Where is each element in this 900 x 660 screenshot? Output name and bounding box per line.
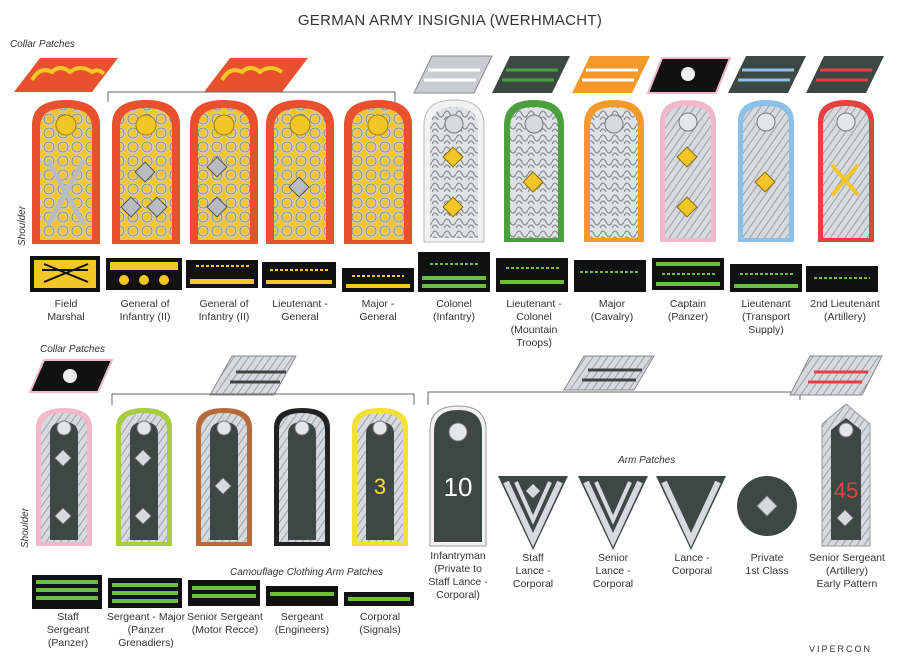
shoulder-board-major xyxy=(584,100,644,242)
collar-patch-nco-1 xyxy=(209,355,297,396)
label-corporal-signals: Corporal (Signals) xyxy=(359,611,401,636)
label-senior-sergeant-artillery: Senior Sergeant (Artillery) Early Patter… xyxy=(809,552,885,590)
label-major-general: Major - General xyxy=(359,298,397,323)
camo-patch-major-general xyxy=(342,268,414,292)
label-lieutenant-general: Lieutenant - General xyxy=(272,298,328,323)
label-major: Major (Cavalry) xyxy=(590,298,634,323)
label-private-1st-class: Private 1st Class xyxy=(745,552,789,577)
camo-patch-major xyxy=(574,260,646,292)
collar-patch-general-2 xyxy=(204,58,308,92)
arm-patches-label: Arm Patches xyxy=(618,455,676,466)
shoulder-board-lieutenant-colonel xyxy=(504,100,564,242)
artillery-board-number: 45 xyxy=(834,478,858,503)
label-lieutenant-colonel: Lieutenant - Colonel (Mountain Troops) xyxy=(506,298,562,349)
credit: VIPERCON xyxy=(808,644,872,654)
shoulder-board-captain xyxy=(660,100,716,242)
collar-patch-mountain xyxy=(492,56,570,93)
camo-patch-field-marshal xyxy=(30,256,100,292)
corporal-board-number: 3 xyxy=(374,474,386,499)
label-2nd-lieutenant: 2nd Lieutenant (Artillery) xyxy=(810,298,880,323)
shoulder-board-colonel xyxy=(423,99,485,243)
label-general-infantry-1: General of Infantry (II) xyxy=(119,298,171,323)
collar-patch-artillery-nco xyxy=(789,355,883,396)
collar-patch-transport xyxy=(728,56,806,93)
collar-patch-general-1 xyxy=(14,58,118,92)
camo-patch-sergeant xyxy=(266,586,338,606)
label-colonel: Colonel (Infantry) xyxy=(432,298,475,323)
shoulder-board-lieutenant xyxy=(738,100,794,242)
shoulder-board-senior-sergeant-artillery xyxy=(821,403,871,547)
collar-patch-colonel xyxy=(413,55,493,94)
label-general-infantry-2: General of Infantry (II) xyxy=(198,298,250,323)
shoulder-board-field-marshal xyxy=(32,100,100,244)
label-captain: Captain (Panzer) xyxy=(667,298,709,323)
collar-patch-artillery xyxy=(806,56,884,93)
shoulder-board-major-general xyxy=(344,100,412,244)
label-infantryman: Infantryman (Private to Staff Lance - Co… xyxy=(428,550,488,601)
collar-patches-label-top: Collar Patches xyxy=(10,39,76,50)
camo-patch-general-1 xyxy=(106,258,182,290)
shoulder-board-infantryman xyxy=(429,405,487,547)
shoulder-board-2nd-lieutenant xyxy=(818,100,874,242)
shoulder-board-general-1 xyxy=(112,100,180,244)
camo-patch-corporal xyxy=(344,592,414,606)
label-lieutenant: Lieutenant (Transport Supply) xyxy=(741,298,791,336)
camo-patch-staff-sergeant xyxy=(32,575,102,609)
label-lance-corporal: Lance - Corporal xyxy=(671,552,713,577)
label-staff-lance-corporal: Staff Lance - Corporal xyxy=(512,552,554,590)
label-sergeant-engineers: Sergeant (Engineers) xyxy=(274,611,330,636)
camo-patch-captain xyxy=(652,258,724,290)
shoulder-board-corporal xyxy=(352,408,408,546)
label-sergeant-major: Sergeant - Major (Panzer Grenadiers) xyxy=(106,611,186,649)
collar-patch-nco-2 xyxy=(563,355,655,391)
label-staff-sergeant: Staff Sergeant (Panzer) xyxy=(46,611,90,649)
shoulder-board-staff-sergeant xyxy=(36,408,92,546)
camo-patch-2nd-lieutenant xyxy=(806,266,878,292)
collar-patch-panzer xyxy=(646,57,732,94)
camouflage-label: Camouflage Clothing Arm Patches xyxy=(230,567,384,578)
camo-patch-sergeant-major xyxy=(108,578,182,608)
arm-patch-lance-corporal xyxy=(656,476,726,550)
arm-patch-staff-lance-corporal xyxy=(498,476,568,550)
page-title: GERMAN ARMY INSIGNIA (WERHMACHT) xyxy=(297,12,603,29)
arm-patch-private-1st-class xyxy=(737,476,797,536)
camo-patch-senior-sergeant xyxy=(188,580,260,606)
camo-patch-lieutenant-colonel xyxy=(496,258,568,292)
label-senior-lance-corporal: Senior Lance - Corporal xyxy=(592,552,634,590)
arm-patch-senior-lance-corporal xyxy=(578,476,648,550)
camo-patch-lieutenant xyxy=(730,264,802,292)
collar-patch-cavalry xyxy=(572,56,650,93)
shoulder-board-lieutenant-general xyxy=(266,100,334,244)
shoulder-board-senior-sergeant xyxy=(196,408,252,546)
infantry-board-number: 10 xyxy=(444,472,473,502)
label-senior-sergeant-motor: Senior Sergeant (Motor Recce) xyxy=(187,611,263,636)
shoulder-board-sergeant-major xyxy=(116,408,172,546)
camo-patch-colonel xyxy=(418,252,490,292)
camo-patch-lieutenant-general xyxy=(262,262,336,288)
collar-patch-panzer-nco xyxy=(28,359,114,393)
label-field-marshal: Field Marshal xyxy=(47,298,85,323)
collar-patches-label-bottom: Collar Patches xyxy=(40,344,106,355)
shoulder-board-general-2 xyxy=(190,100,258,244)
shoulder-board-sergeant xyxy=(274,408,330,546)
camo-patch-general-2 xyxy=(186,260,258,288)
